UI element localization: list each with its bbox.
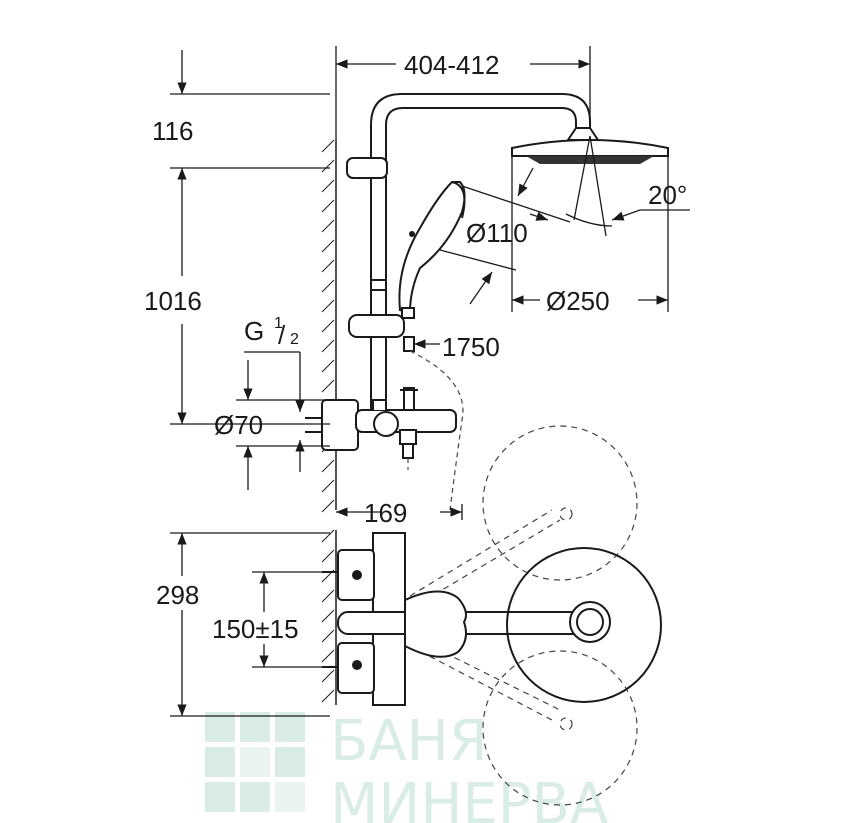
dimension-labels: 404-412 116 1016 G 1 / 2 Ø70 Ø110 20° Ø2… [144,50,687,644]
head-shower-diameter-label: Ø250 [546,286,610,316]
thread-denominator-label: 2 [290,331,299,348]
watermark-line2: МИНЕРВА [330,772,608,823]
depth-label: 169 [364,498,407,528]
shower-system-side-view [305,93,669,459]
watermark-line1: БАНЯ [330,709,488,774]
wall-upper [321,139,337,513]
riser-rail [370,93,591,415]
hand-shower-diameter-label: Ø110 [466,218,528,248]
hose-dashed [407,350,464,511]
thread-numerator-label: 1 [274,315,283,332]
wall-bracket-top [346,157,388,179]
angle-label: 20° [648,180,687,210]
hand-shower-holder [348,314,405,338]
watermark-logo [205,712,305,812]
head-shower-top [506,547,662,703]
thread-fraction-slash: / [278,320,286,350]
hose-length-label: 1750 [442,332,500,362]
watermark: БАНЯ МИНЕРВА [205,709,608,823]
dimension-lines [170,46,690,717]
lower-height-label: 298 [156,580,199,610]
head-shower-side [511,127,669,164]
hand-shower-top [404,590,467,658]
shower-system-top-view [322,425,662,806]
hand-shower-side [398,181,466,319]
thermostat-body [321,399,359,451]
inlet-spacing-label: 150±15 [212,614,299,644]
top-offset-label: 116 [152,116,193,146]
thread-prefix-label: G [244,316,264,346]
bar-height-label: 1016 [144,286,202,316]
width-range-label: 404-412 [404,50,499,80]
inlet-diameter-label: Ø70 [214,410,263,440]
wall-lower [321,529,337,705]
